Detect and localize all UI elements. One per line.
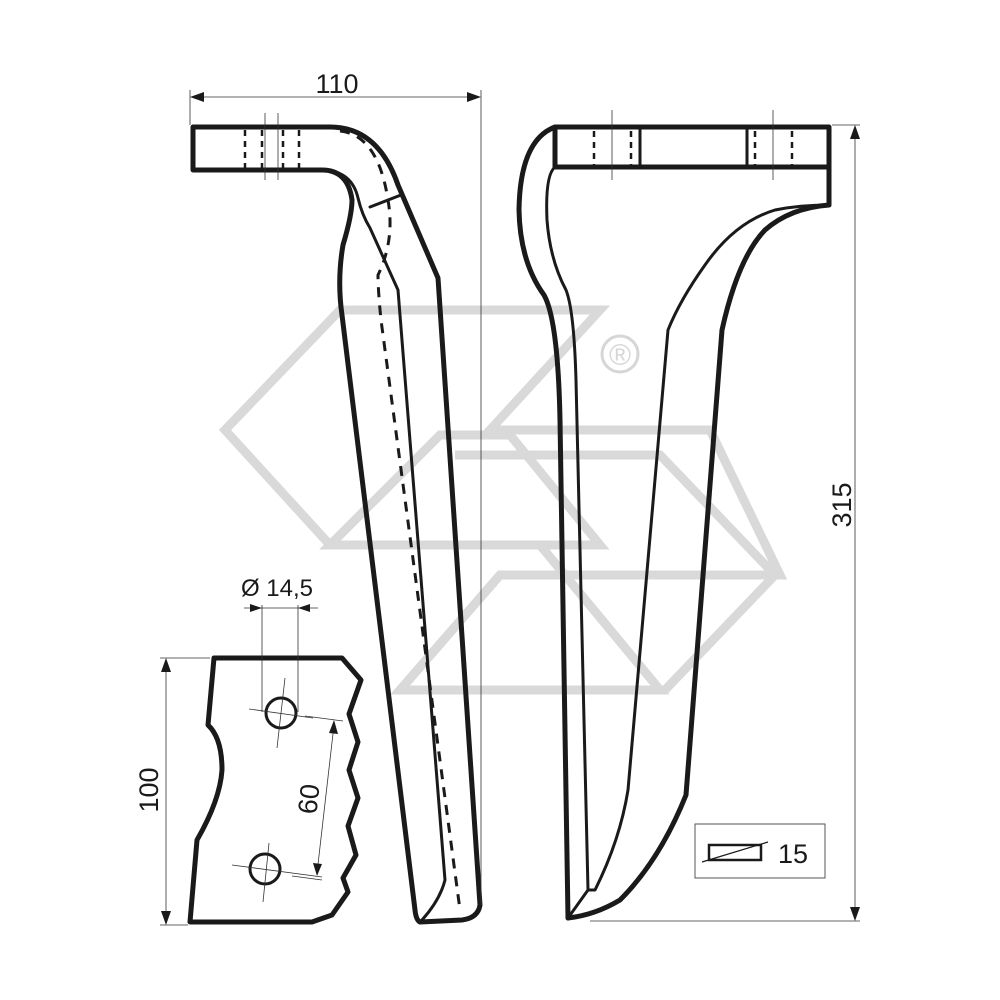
side-view-section-line [368,193,403,209]
dimension-height-315: 315 [590,124,860,922]
flange-detail-outline [187,655,364,925]
front-view [516,110,832,921]
arrow-down-icon [313,863,322,876]
front-view-flange [552,124,832,170]
arrow-up-icon [329,720,338,734]
front-view-hole-hidden [592,110,794,180]
arrow-right-icon [250,604,262,612]
dimension-hole-spacing: 60 [291,715,344,881]
side-view-outline [190,124,483,925]
dimension-label-315: 315 [827,482,857,527]
hole-centerlines [231,677,323,903]
side-view [190,113,483,925]
dimension-label-110: 110 [315,69,358,99]
arrow-down-icon [850,907,860,921]
side-view-inner-bend [323,168,447,922]
dimension-label-diameter: Ø 14,5 [241,575,313,602]
registered-circle-icon [600,334,640,374]
dimension-width-110: 110 [189,69,482,905]
side-view-hidden-line [339,129,462,911]
hole-top-icon [264,696,298,730]
dimension-label-60: 60 [293,783,326,816]
arrow-left-icon [190,92,204,102]
side-view-hole-hidden [243,113,301,180]
flange-detail: Ø 14,5 60 100 [134,575,364,926]
front-view-left-inner [545,165,590,892]
arrow-left-icon [298,604,310,612]
arrow-right-icon [467,92,481,102]
registered-mark: ® [609,339,631,372]
dimension-hole-diameter: Ø 14,5 [241,575,318,712]
arrow-up-icon [850,125,860,139]
watermark-inner-stroke [390,450,782,695]
front-view-right-inner [566,203,831,920]
front-view-right-drop [565,164,832,921]
thickness-label: 15 [778,839,808,869]
dimension-flange-height: 100 [134,657,210,926]
arrow-up-icon [161,658,171,672]
dimension-label-100: 100 [134,767,164,812]
plate-thickness-icon [707,843,763,862]
front-view-left-contour [516,124,571,921]
arrow-down-icon [161,911,171,925]
thickness-callout: 15 [694,823,826,879]
